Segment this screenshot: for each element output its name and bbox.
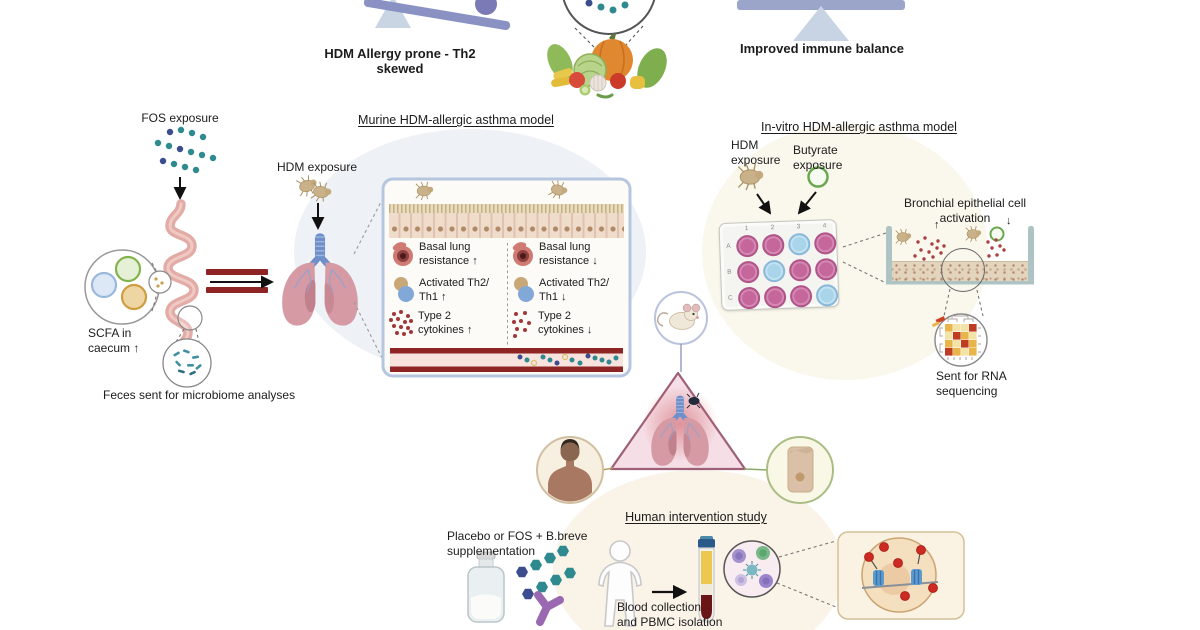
plate-row-label: A <box>726 242 731 250</box>
plate-col-label: 4 <box>822 222 827 230</box>
th-cell-icon <box>514 277 534 302</box>
butyrate-to-plate-arrow <box>797 191 817 215</box>
blood-collection-label: Blood collection and PBMC isolation <box>617 600 723 629</box>
cytokine-dots-icon <box>512 311 531 338</box>
finding-label: Activated Th2/ Th1 ↑ <box>419 277 490 303</box>
finding-label: Type 2 cytokines ↑ <box>418 310 473 336</box>
finding-label: Basal lung resistance ↓ <box>539 241 598 267</box>
well-A1 <box>735 234 759 258</box>
finding-label: Activated Th2/ Th1 ↓ <box>539 277 610 303</box>
finding-basal-lung-down: Basal lung resistance ↓ <box>511 241 598 268</box>
plate-dash-bottom <box>842 261 887 284</box>
heatmap-icon <box>931 313 988 367</box>
well-A3 <box>787 232 811 256</box>
well-A2 <box>761 233 785 257</box>
zoom-dash-bottom <box>353 301 383 359</box>
finding-basal-lung-up: Basal lung resistance ↑ <box>391 241 478 268</box>
murine-model-title: Murine HDM-allergic asthma model <box>358 113 554 127</box>
plate-row-label: B <box>727 268 732 276</box>
well-C1 <box>737 286 761 310</box>
supplement-bottle-icon <box>467 551 505 623</box>
finding-label: Type 2 cytokines ↓ <box>538 310 593 336</box>
probiotic-icon <box>534 591 564 626</box>
well-C2 <box>763 285 787 309</box>
bronchial-activation-label: Bronchial epithelial cell activation <box>903 196 1027 225</box>
epithelium-cells <box>389 213 624 238</box>
well-A4 <box>813 231 837 255</box>
airway-resistance-icon <box>512 242 533 266</box>
feces-label: Feces sent for microbiome analyses <box>103 388 296 402</box>
activation-down-arrow: ↓ <box>1006 215 1012 227</box>
scfa-circle-icon <box>84 249 160 325</box>
butyrate-icon <box>807 166 829 188</box>
finding-cytokines-down: Type 2 cytokines ↓ <box>510 310 592 340</box>
rna-dash-right <box>976 289 984 317</box>
child-icon <box>598 540 642 627</box>
fos-molecule-icon <box>154 126 217 174</box>
finding-cytokines-up: Type 2 cytokines ↑ <box>388 310 472 340</box>
fos-molecule-icon <box>516 545 576 600</box>
plate-row-label: C <box>728 294 733 302</box>
th-cell-icon <box>394 277 414 302</box>
tissue-link-line <box>743 468 769 471</box>
weight-ball-icon <box>475 0 497 15</box>
feces-zoom-link <box>175 305 203 343</box>
vegetables-icon <box>547 33 667 99</box>
well-B4 <box>814 257 838 281</box>
balance-tilted-icon <box>363 0 511 31</box>
hdm-exposure-label: HDM exposure <box>277 160 358 174</box>
finding-th-down: Activated Th2/ Th1 ↓ <box>513 277 609 304</box>
blood-vessel-icon <box>390 348 623 372</box>
plate-col-label: 2 <box>770 224 775 232</box>
plate-dash-top <box>842 232 887 248</box>
rna-seq-label: Sent for RNA sequencing <box>936 369 1007 398</box>
hdm-allergy-label: HDM Allergy prone - Th2 skewed <box>324 46 476 76</box>
plate-col-label: 3 <box>796 223 801 231</box>
balance-level-icon <box>737 0 905 41</box>
zoom-dash-top <box>353 199 383 255</box>
cytokine-dots-icon <box>389 310 413 336</box>
card-dash-bottom <box>776 582 837 608</box>
invitro-hdm-label: HDM exposure <box>731 138 781 167</box>
pbmc-circle-icon <box>723 540 781 598</box>
activation-up-arrow: ↑ <box>934 219 940 231</box>
rna-dash-left <box>943 288 951 317</box>
well-B2 <box>762 259 786 283</box>
airway-resistance-icon <box>392 242 413 266</box>
human-study-title: Human intervention study <box>625 510 767 524</box>
dark-mite-icon <box>686 392 701 409</box>
scfa-caecum-label: SCFA in caecum ↑ <box>88 326 140 355</box>
plate-col-label: 1 <box>744 225 749 233</box>
epithelium-cilia <box>389 204 624 213</box>
treatment-timeline-left <box>206 269 274 293</box>
cell-receptor-icon <box>837 531 965 620</box>
cytokine-dots-icon <box>913 236 1006 261</box>
finding-th-up: Activated Th2/ Th1 ↑ <box>393 277 489 304</box>
transwell-zoom-circle <box>941 248 985 292</box>
supplement-label: Placebo or FOS + B.breve supplementation <box>447 529 588 558</box>
blood-tube-icon <box>698 536 715 623</box>
bacteria-circle-icon <box>162 338 212 388</box>
mouse-icon <box>654 291 708 345</box>
human-icon <box>536 436 604 504</box>
fos-exposure-label: FOS exposure <box>141 111 219 125</box>
butyrate-label: Butyrate exposure <box>793 143 843 172</box>
fiber-zoom-circle-icon <box>562 0 656 56</box>
improved-balance-label: Improved immune balance <box>740 41 904 56</box>
tissue-sample-icon <box>766 436 834 504</box>
well-B3 <box>788 258 812 282</box>
virus-cell-icon <box>743 561 761 579</box>
well-C4 <box>815 283 839 307</box>
triangle-lungs-icon <box>609 371 747 471</box>
well-C3 <box>789 284 813 308</box>
caecum-zoom-circle <box>148 270 172 294</box>
hdm-to-plate-arrow <box>756 193 772 215</box>
finding-label: Basal lung resistance ↑ <box>419 241 478 267</box>
well-B1 <box>736 260 760 284</box>
card-dash-top <box>778 540 837 558</box>
invitro-model-title: In-vitro HDM-allergic asthma model <box>761 120 957 134</box>
